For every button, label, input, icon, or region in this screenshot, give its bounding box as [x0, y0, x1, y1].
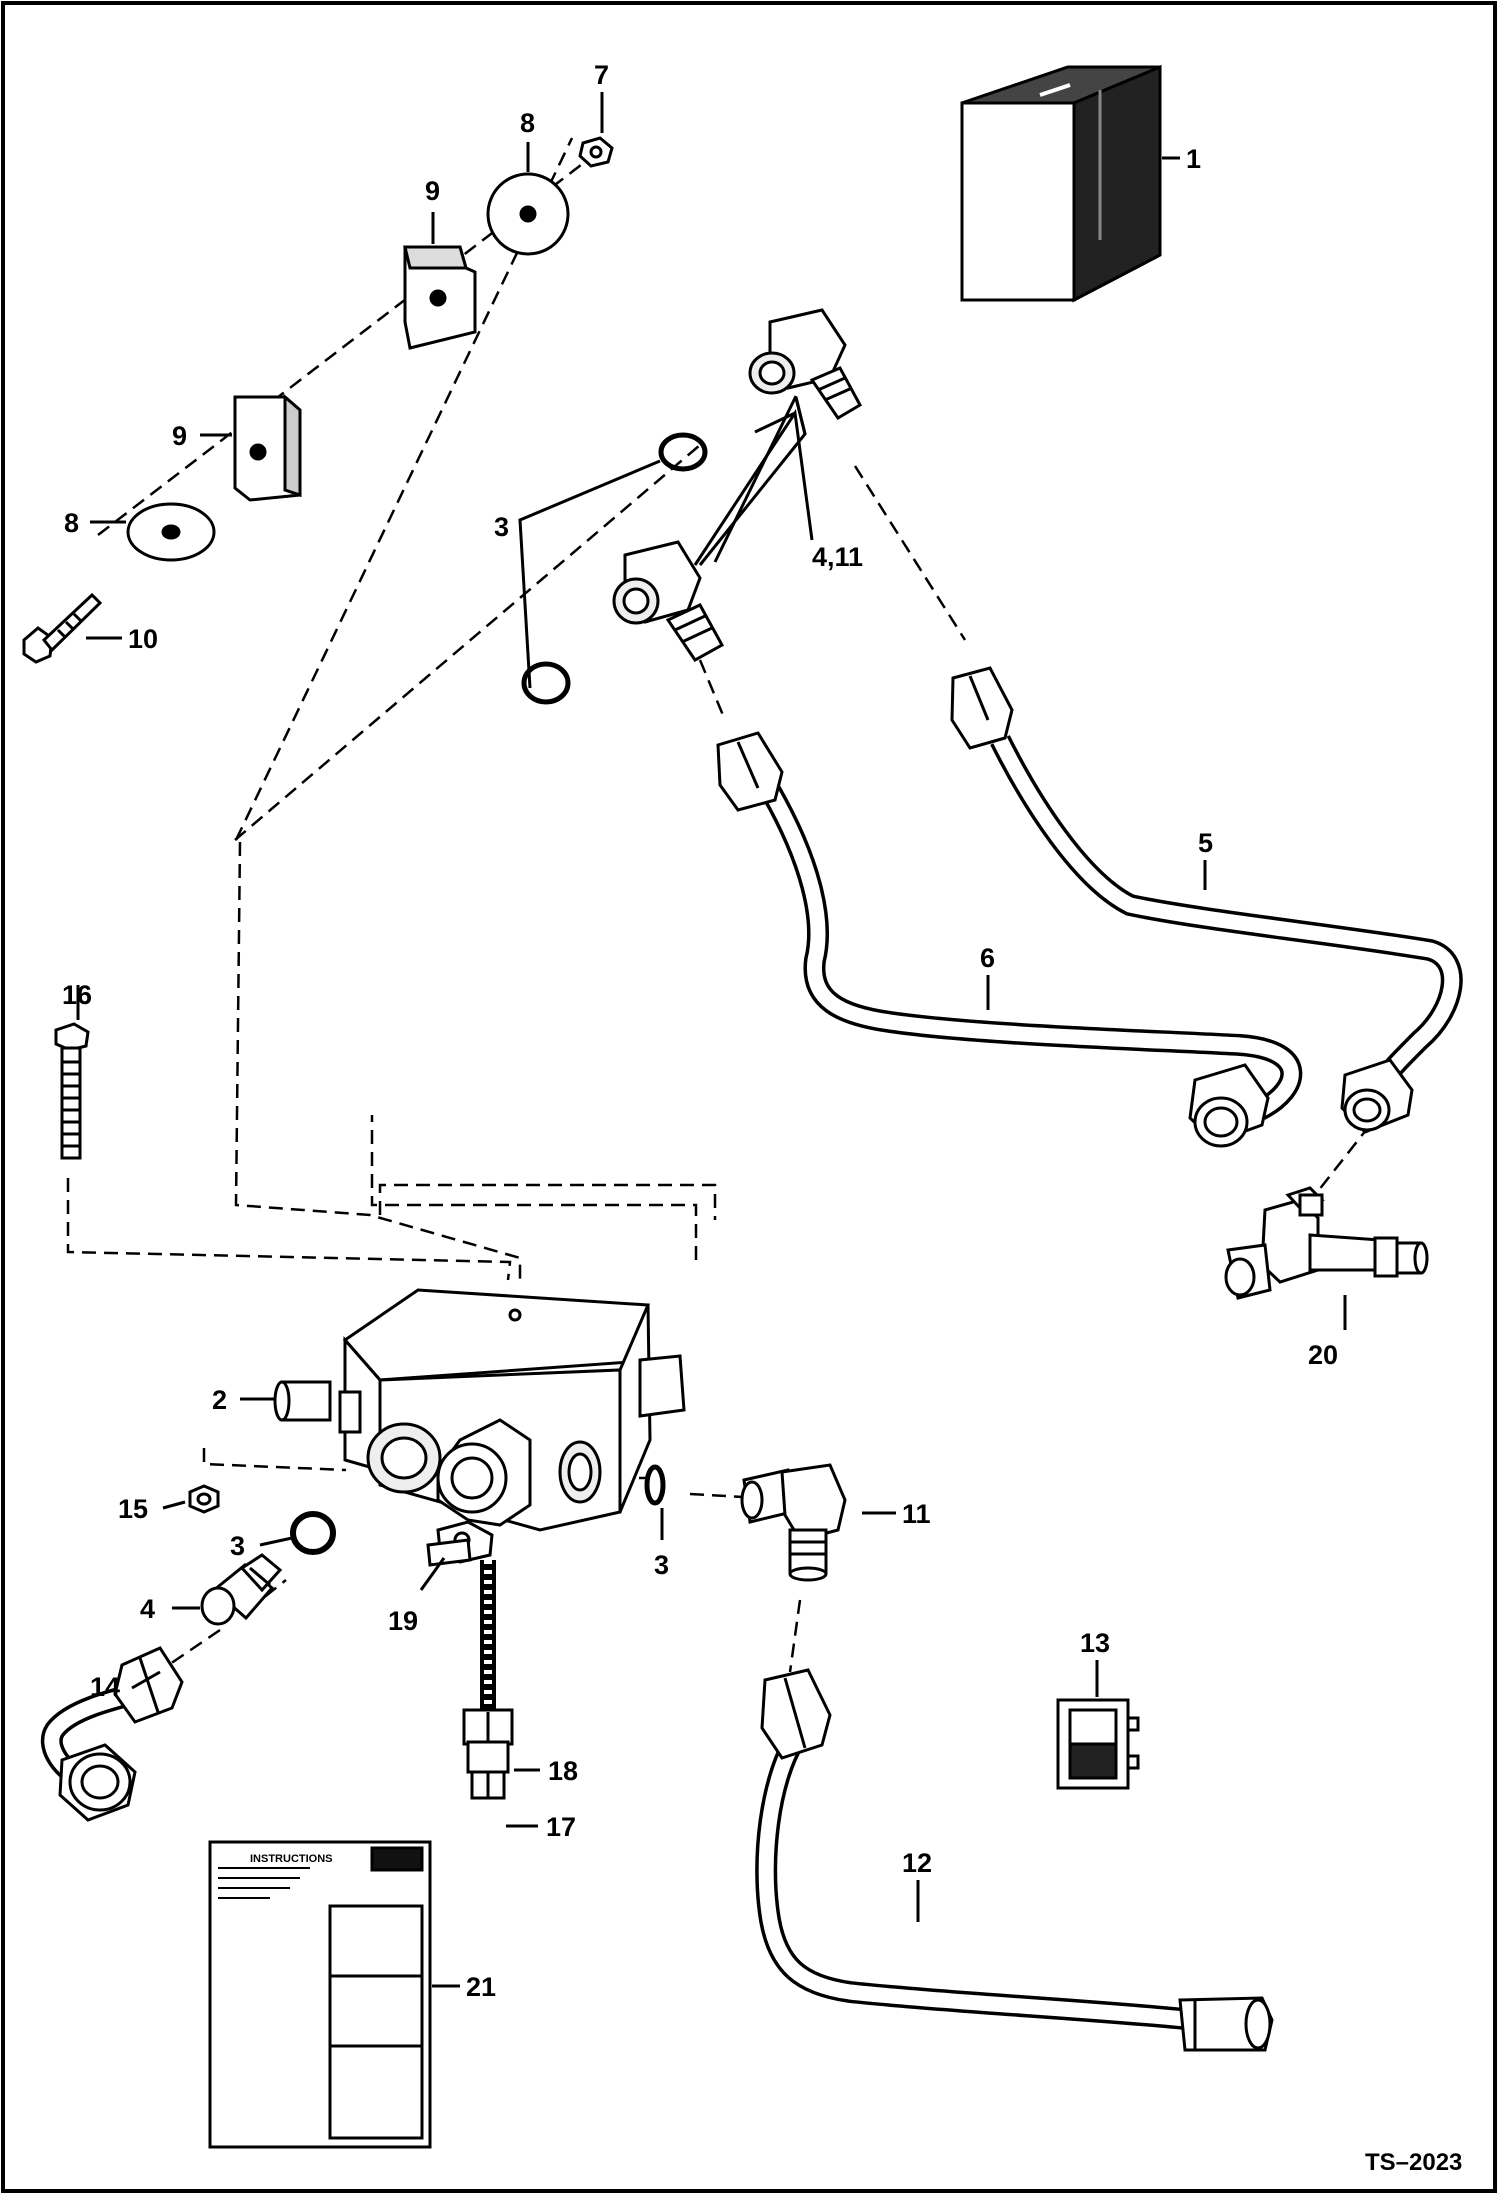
part-11-elbow-lower	[740, 1463, 847, 1582]
callout-10: 10	[128, 624, 158, 654]
callout-8-lower: 8	[64, 508, 79, 538]
callout-7: 7	[594, 60, 609, 90]
callout-13: 13	[1080, 1628, 1110, 1658]
part-20-tee-fitting	[1224, 1186, 1429, 1300]
part-10-bolt	[22, 592, 103, 664]
part-19-solenoid	[426, 1520, 496, 1712]
part-21-instruction-decal	[208, 1840, 432, 2149]
callout-1: 1	[1186, 144, 1201, 174]
callout-5: 5	[1198, 828, 1213, 858]
part-12-hose-nuts	[760, 1668, 1274, 2052]
part-6-hose-nut-top	[716, 731, 784, 812]
part-2-valve-block	[273, 1288, 686, 1532]
part-16-bolt	[54, 1022, 90, 1160]
callout-8-upper: 8	[520, 108, 535, 138]
part-9-clamp-upper	[403, 245, 477, 350]
callout-labels: 1 7 8 9 9 8 3 4,11 10 5 6 16 20 2 15 3 3…	[62, 60, 1338, 2002]
part-3-orings-upper	[521, 432, 708, 705]
callout-12: 12	[902, 1848, 932, 1878]
callout-19: 19	[388, 1606, 418, 1636]
callout-9-upper: 9	[425, 176, 440, 206]
part-5-hose	[990, 735, 1463, 1092]
decal-heading: INSTRUCTIONS	[250, 1853, 333, 1865]
callout-16: 16	[62, 980, 92, 1010]
part-1-block	[960, 64, 1162, 303]
callout-6: 6	[980, 943, 995, 973]
part-12-hose	[755, 1734, 1197, 2031]
part-13-switch	[1056, 1698, 1140, 1790]
callout-21: 21	[466, 1972, 496, 2002]
part-5-hose-nut-top	[950, 666, 1014, 750]
callout-3-right: 3	[654, 1550, 669, 1580]
part-15-nut	[188, 1484, 220, 1514]
part-6-hose-nut-bottom	[1188, 1063, 1270, 1148]
part-7-nut	[578, 136, 614, 168]
callout-4: 4	[140, 1594, 155, 1624]
part-8-washer-lower	[126, 502, 216, 562]
part-14-hose-nuts	[58, 1646, 184, 1822]
part-17-18-connector	[462, 1708, 514, 1800]
callout-3-upper: 3	[494, 512, 509, 542]
callout-14: 14	[90, 1672, 120, 1702]
part-4-11-elbow-upper	[748, 308, 863, 421]
part-3-orings-lower	[290, 1464, 666, 1555]
callout-15: 15	[118, 1494, 148, 1524]
leader-lines	[76, 92, 1347, 1988]
callout-4-11: 4,11	[812, 542, 863, 572]
callout-9-lower: 9	[172, 421, 187, 451]
callout-20: 20	[1308, 1340, 1338, 1370]
part-5-hose-nut-bottom	[1340, 1058, 1414, 1134]
callout-17: 17	[546, 1812, 576, 1842]
part-8-washer-upper	[486, 172, 570, 256]
part-4-straight-fitting	[200, 1553, 283, 1626]
part-9-clamp-lower	[233, 393, 302, 502]
part-4-11-elbow-lower	[612, 540, 725, 662]
drawing-number: TS–2023	[1365, 2149, 1462, 2176]
part-6-hose	[760, 784, 1303, 1120]
callout-11: 11	[902, 1499, 931, 1529]
callout-18: 18	[548, 1756, 578, 1786]
callout-2: 2	[212, 1385, 227, 1415]
callout-3-left: 3	[230, 1531, 245, 1561]
